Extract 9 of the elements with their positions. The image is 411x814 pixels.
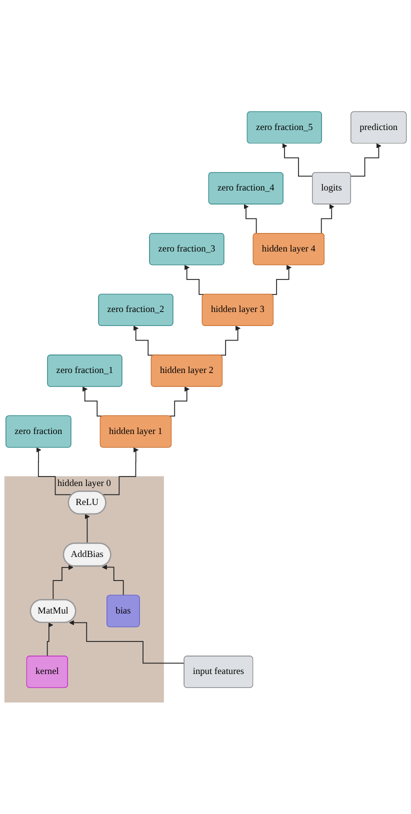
arrow — [102, 564, 124, 596]
arrow — [46, 622, 54, 657]
arrow — [102, 447, 139, 496]
arrow — [69, 620, 185, 664]
arrow — [36, 447, 73, 496]
arrow — [282, 143, 314, 177]
arrow — [84, 514, 90, 544]
arrow — [52, 564, 74, 600]
arrow — [350, 143, 382, 177]
